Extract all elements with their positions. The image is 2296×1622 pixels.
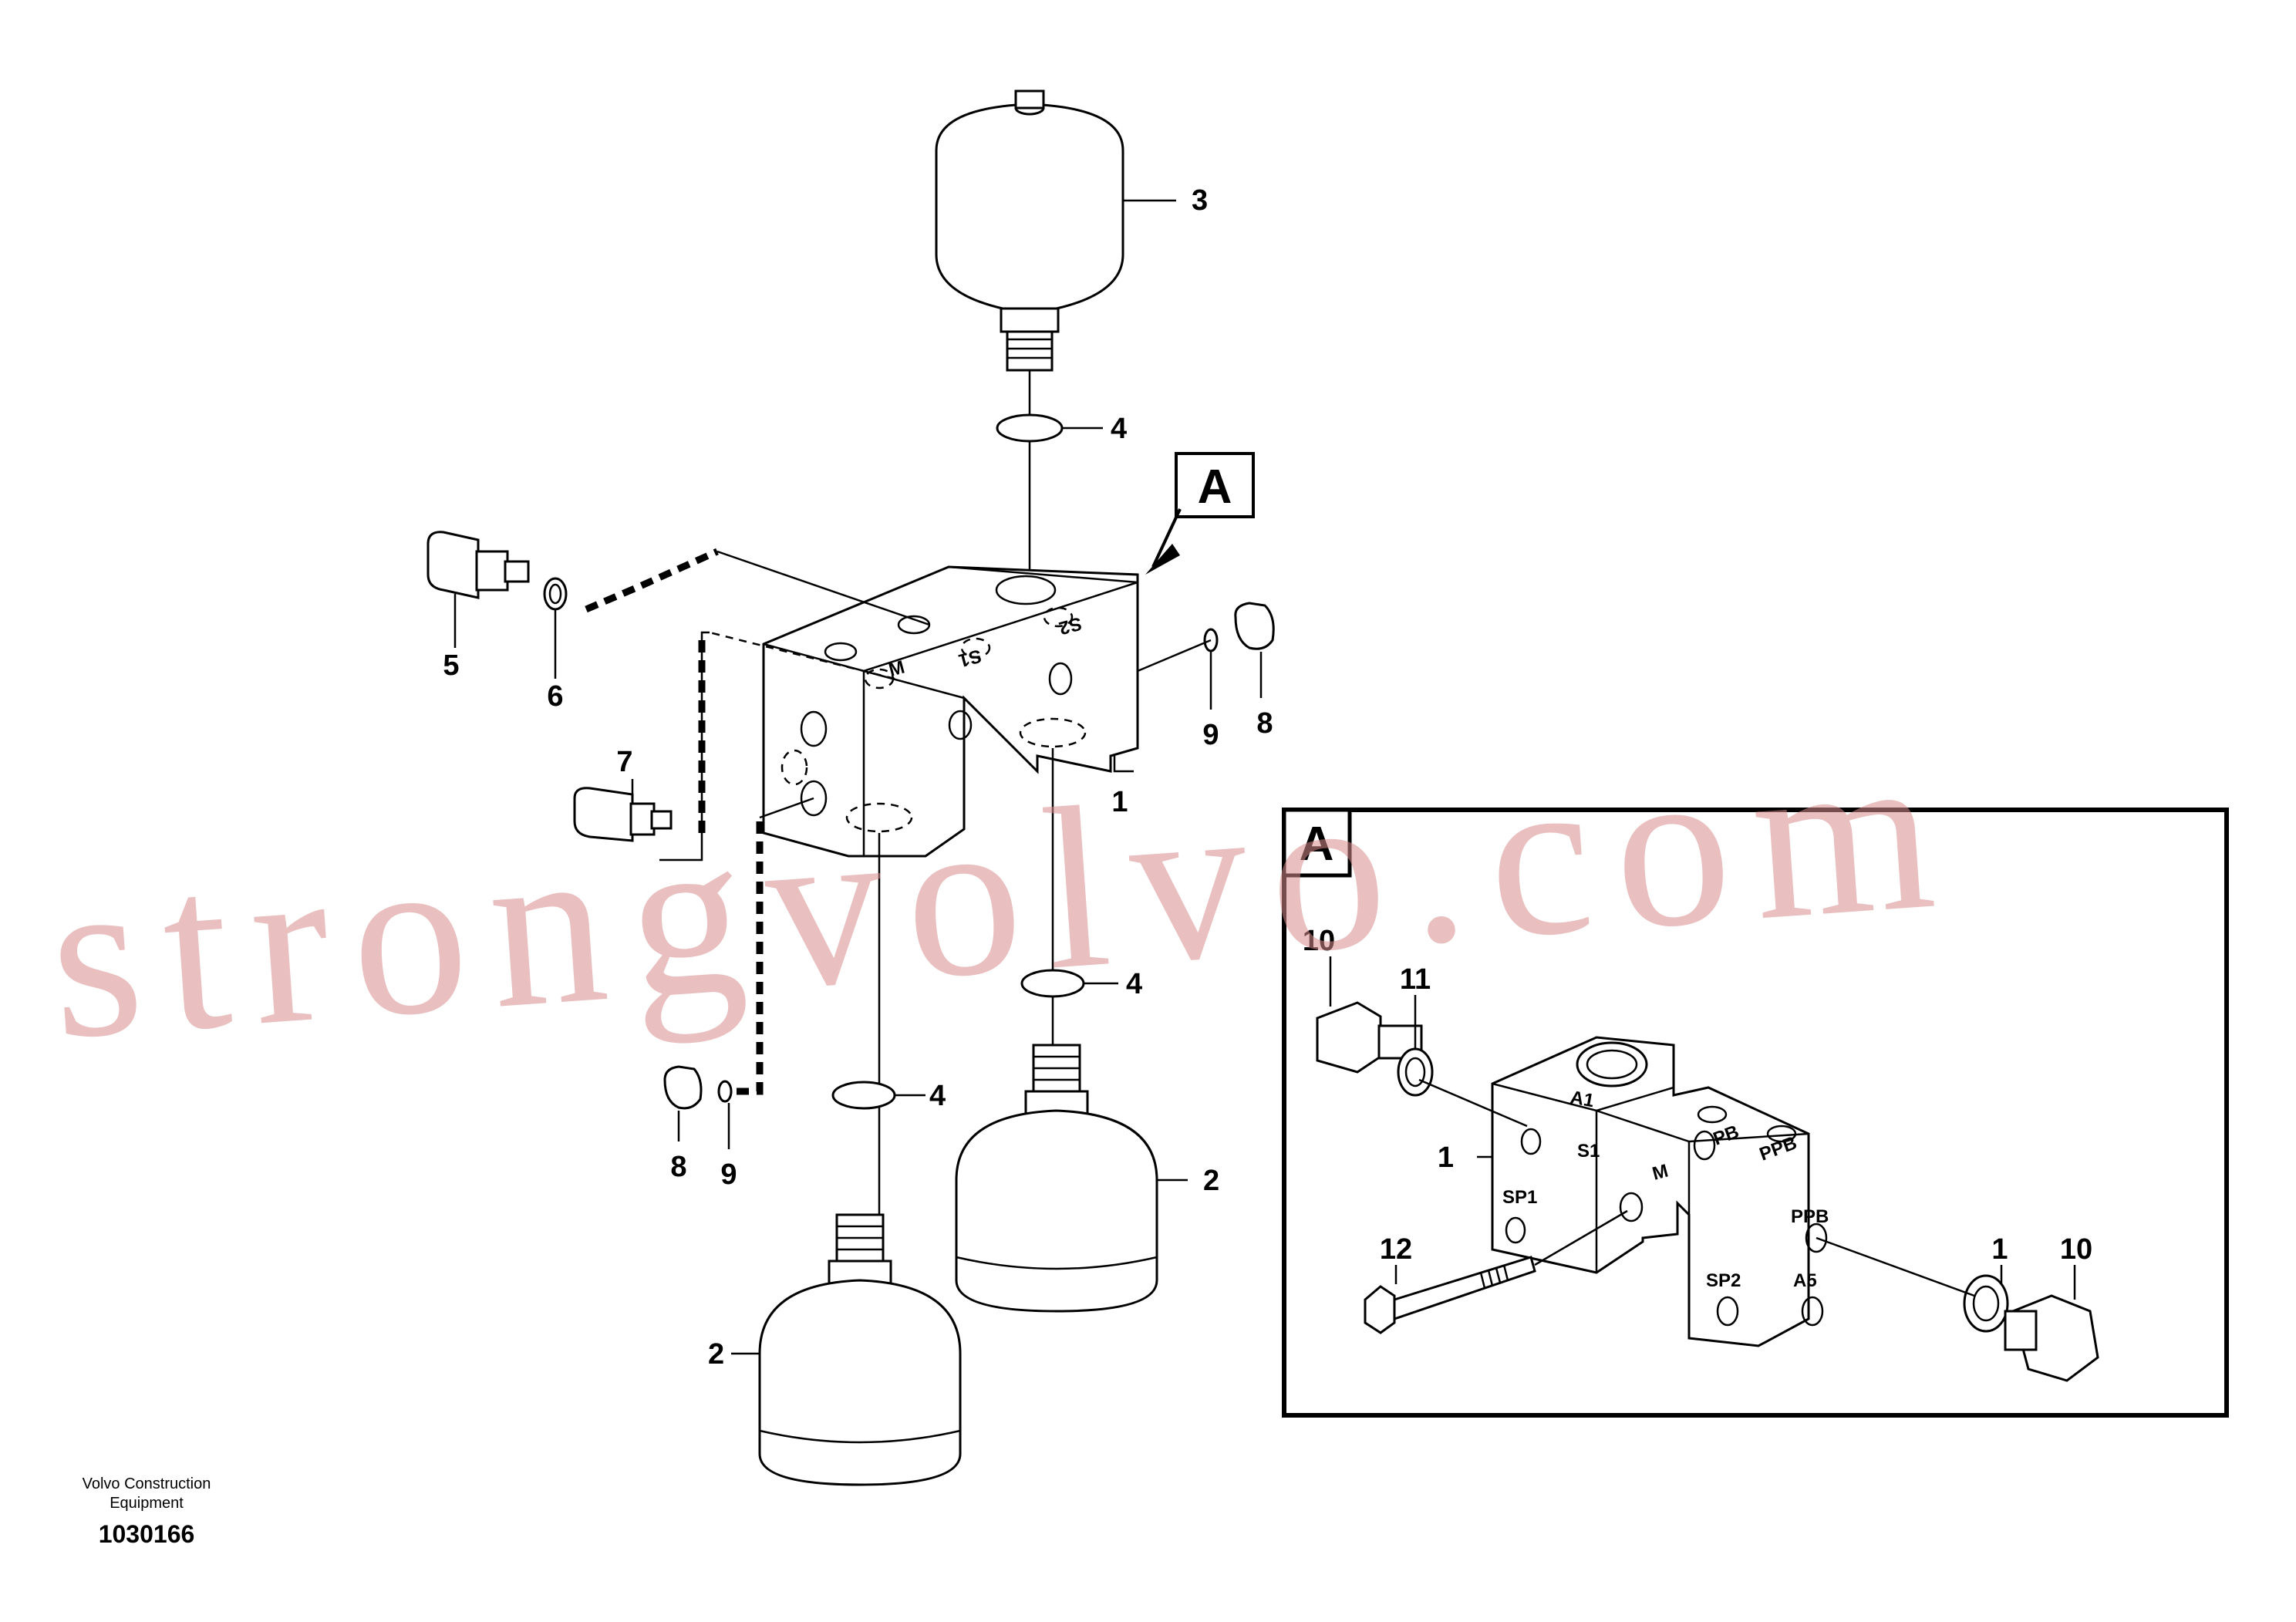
callout-8-left: 8: [670, 1151, 686, 1183]
accumulator-right: [955, 1044, 1158, 1313]
callout-3: 3: [1192, 184, 1208, 217]
valve-block-main: M S1 S2: [762, 565, 1139, 858]
callout-9-right: 9: [1202, 719, 1219, 751]
detail-port-sp1: SP1: [1502, 1187, 1537, 1208]
o-ring-low: [831, 1081, 896, 1110]
drawing-number: 1030166: [99, 1520, 195, 1548]
callout-4-top: 4: [1111, 413, 1127, 445]
detail-callout-1-left: 1: [1438, 1141, 1454, 1174]
callout-4-mid: 4: [1126, 968, 1142, 1000]
callout-2-right: 2: [1203, 1165, 1219, 1197]
accumulator-left: [758, 1213, 962, 1486]
callout-5: 5: [443, 649, 459, 682]
detail-a-panel: A A1 PB PPB S1 M SP1 SP2 A5 PPB: [1282, 808, 2229, 1418]
detail-ref-box: A: [1145, 452, 1255, 575]
detail-port-ppb-front: PPB: [1791, 1206, 1829, 1227]
accumulator-top: [935, 89, 1124, 372]
detail-port-s1: S1: [1577, 1141, 1600, 1162]
detail-callout-11: 11: [1400, 963, 1431, 996]
callout-8-right: 8: [1256, 707, 1273, 740]
plug-8-right: [1203, 602, 1275, 653]
callout-9-left: 9: [720, 1158, 737, 1191]
callout-6: 6: [547, 680, 563, 713]
company-line-1: Volvo Construction: [83, 1475, 211, 1492]
company-line-2: Equipment: [110, 1495, 184, 1512]
callout-2-left: 2: [708, 1338, 724, 1371]
callout-4-low: 4: [929, 1080, 946, 1112]
detail-port-a1: A1: [1569, 1087, 1596, 1111]
detail-port-a5: A5: [1793, 1270, 1817, 1291]
callout-7: 7: [616, 746, 632, 778]
watermark: strongvolvo.com: [42, 699, 1964, 1088]
detail-title: A: [1300, 818, 1334, 871]
detail-callout-10-left: 10: [1303, 925, 1335, 957]
callout-1-main: 1: [1111, 786, 1128, 818]
plug-8-left: [663, 1065, 733, 1110]
o-ring-top: [996, 413, 1064, 443]
plug-fitting-5: [426, 531, 568, 611]
plug-fitting-7: [573, 787, 673, 842]
detail-callout-1-right: 1: [1991, 1233, 2008, 1266]
detail-ref-letter: A: [1198, 460, 1232, 514]
detail-callout-10-right: 10: [2060, 1233, 2092, 1266]
detail-callout-12: 12: [1380, 1233, 1412, 1266]
detail-port-sp2: SP2: [1706, 1270, 1741, 1291]
